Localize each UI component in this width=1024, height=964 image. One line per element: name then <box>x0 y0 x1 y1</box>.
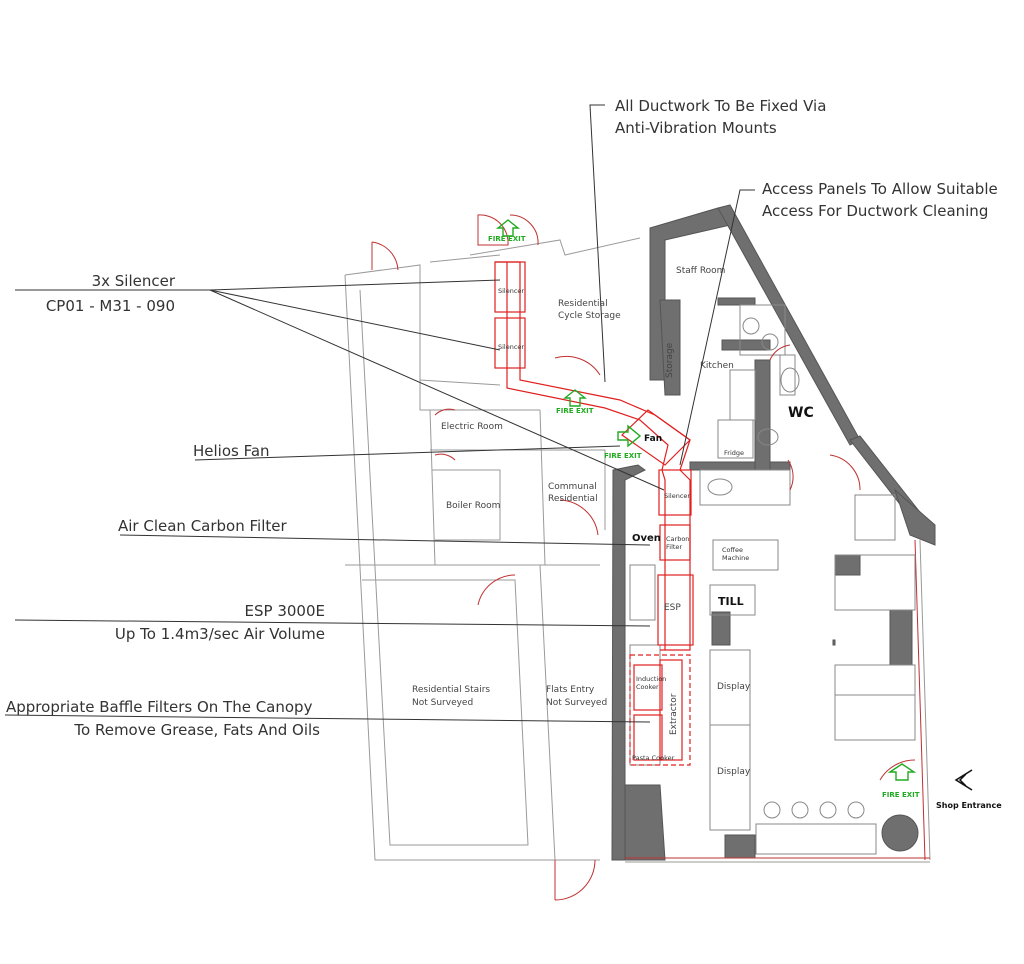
induction-label-2: Cooker <box>636 683 659 691</box>
access-note-line2: Access For Ductwork Cleaning <box>762 202 988 220</box>
display-label-2: Display <box>717 767 751 777</box>
extractor-label: Extractor <box>669 693 679 735</box>
silencer-label-1: Silencer <box>498 287 524 295</box>
electric-room-label: Electric Room <box>441 422 503 432</box>
fire-exit-label-top: FIRE EXIT <box>488 235 526 243</box>
silencer-label-2: Silencer <box>498 343 524 351</box>
communal-label-1: Communal <box>548 482 597 492</box>
storage-label: Storage <box>665 342 675 378</box>
res-stairs-label-2: Not Surveyed <box>412 698 473 708</box>
silencer-note-line2: CP01 - M31 - 090 <box>46 297 175 315</box>
flats-label-2: Not Surveyed <box>546 698 607 708</box>
fire-exit-label-fan: FIRE EXIT <box>604 452 642 460</box>
left-building-outline <box>344 237 641 861</box>
staff-room-label: Staff Room <box>676 266 725 276</box>
carbon-label-2: Filter <box>666 543 682 551</box>
res-stairs-label-1: Residential Stairs <box>412 685 490 695</box>
induction-label-1: Induction <box>636 675 666 683</box>
carbon-filter-note: Air Clean Carbon Filter <box>118 517 287 535</box>
oven-label: Oven <box>632 533 661 544</box>
shop-walls <box>611 204 936 861</box>
annotation-leaders <box>4 104 755 723</box>
coffee-label-2: Machine <box>722 554 749 562</box>
fire-exit-signs: FIRE EXIT FIRE EXIT FIRE EXIT FIRE EXIT <box>488 219 920 799</box>
esp-note-line1: ESP 3000E <box>245 602 325 620</box>
room-labels: Residential Cycle Storage Staff Room Sto… <box>412 266 1002 810</box>
equipment-labels: Silencer Silencer Silencer Fan Carbon Fi… <box>498 287 690 762</box>
ductwork <box>494 261 694 766</box>
pasta-cooker-label: Pasta Cooker <box>632 754 675 762</box>
ductwork-note-line1: All Ductwork To Be Fixed Via <box>615 97 826 115</box>
fridge-label: Fridge <box>724 449 744 457</box>
coffee-label-1: Coffee <box>722 546 743 554</box>
helios-fan-note: Helios Fan <box>193 442 270 460</box>
wc-label: WC <box>788 405 814 421</box>
fan-label: Fan <box>644 434 662 444</box>
boiler-room-label: Boiler Room <box>446 501 500 511</box>
communal-label-2: Residential <box>548 494 598 504</box>
doors <box>371 214 916 901</box>
shop-fixtures <box>629 304 919 855</box>
baffle-note-line2: To Remove Grease, Fats And Oils <box>73 721 320 739</box>
carbon-label-1: Carbon <box>666 535 689 543</box>
till-label: TILL <box>718 595 744 608</box>
kitchen-label: Kitchen <box>700 361 734 371</box>
fire-exit-label-shop: FIRE EXIT <box>882 791 920 799</box>
residential-cycle-label-1: Residential <box>558 299 608 309</box>
esp-note-line2: Up To 1.4m3/sec Air Volume <box>115 625 325 643</box>
shop-front-glazing <box>625 539 931 863</box>
annotations: All Ductwork To Be Fixed Via Anti-Vibrat… <box>6 97 998 739</box>
esp-label: ESP <box>664 603 681 613</box>
display-label-1: Display <box>717 682 751 692</box>
silencer-note-line1: 3x Silencer <box>92 272 176 290</box>
ductwork-note-line2: Anti-Vibration Mounts <box>615 119 777 137</box>
shop-entrance-arrow-icon <box>954 769 973 791</box>
access-note-line1: Access Panels To Allow Suitable <box>762 180 998 198</box>
residential-cycle-label-2: Cycle Storage <box>558 311 621 321</box>
silencer-label-3: Silencer <box>664 492 690 500</box>
flats-label-1: Flats Entry <box>546 685 595 695</box>
fire-exit-label-middle: FIRE EXIT <box>556 407 594 415</box>
baffle-note-line1: Appropriate Baffle Filters On The Canopy <box>6 698 313 716</box>
shop-entrance-label: Shop Entrance <box>936 801 1002 810</box>
